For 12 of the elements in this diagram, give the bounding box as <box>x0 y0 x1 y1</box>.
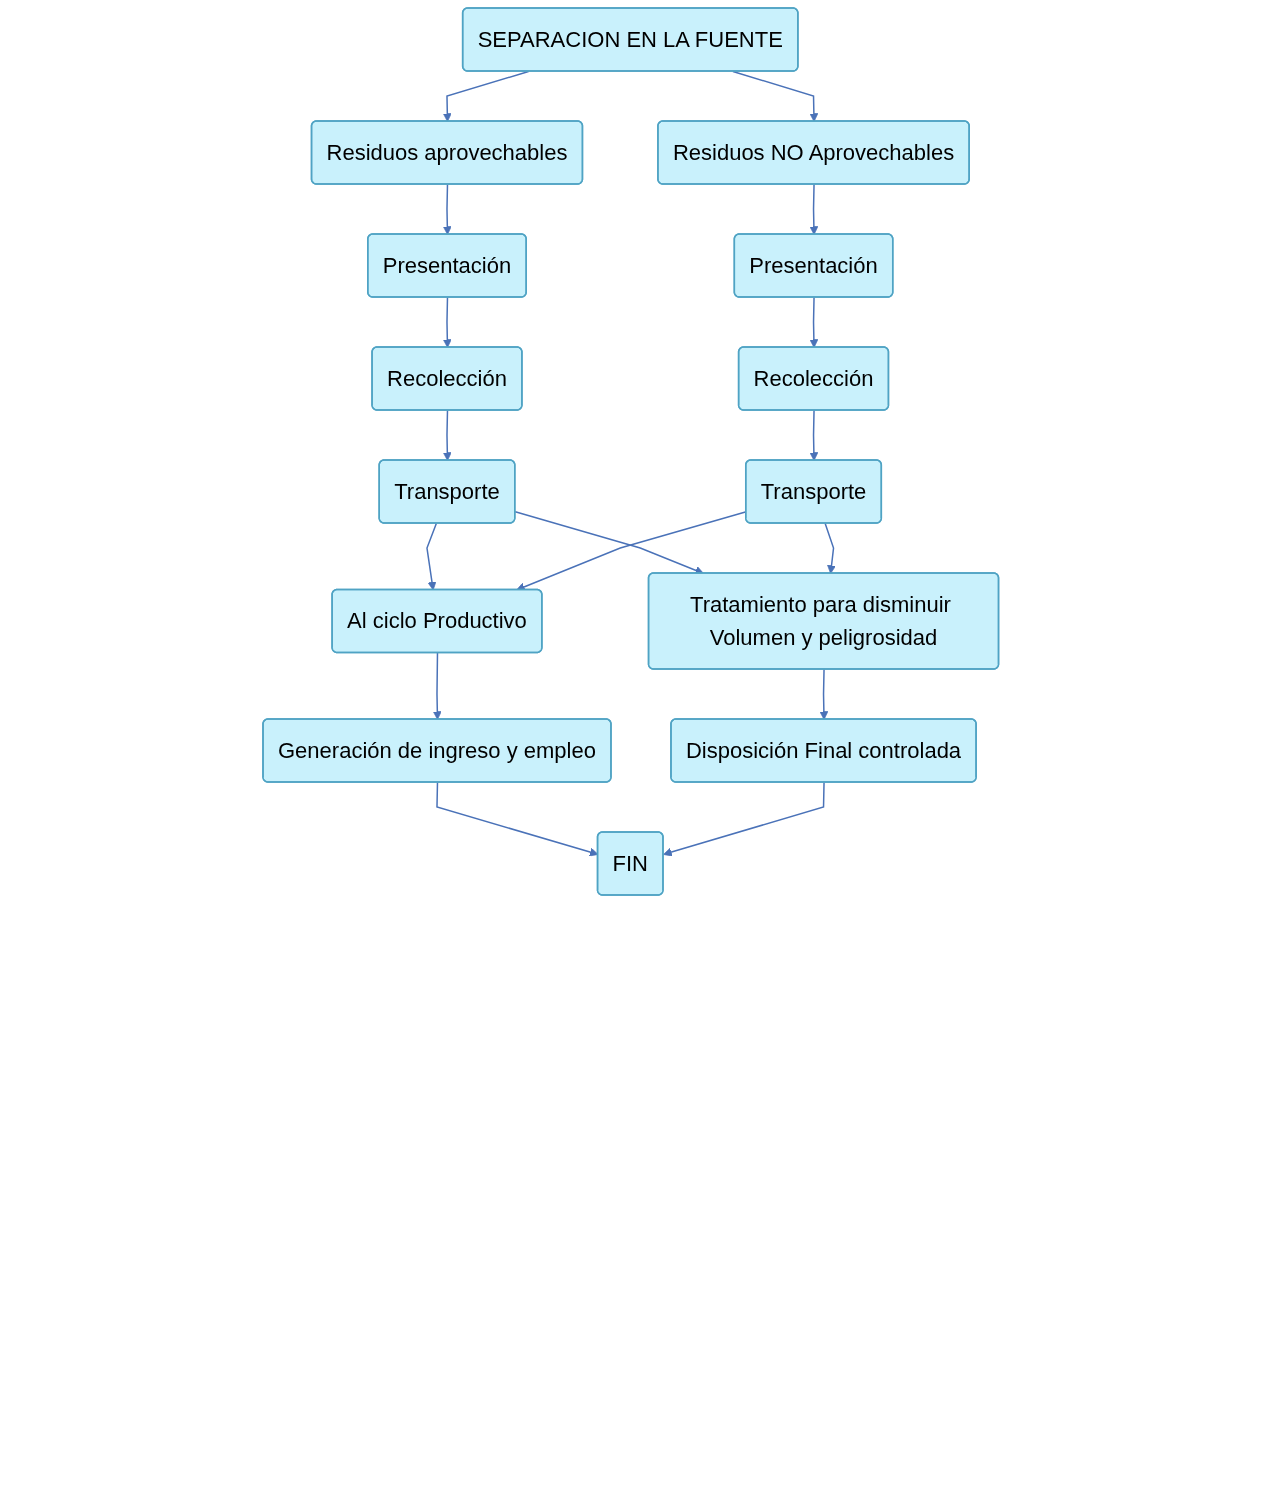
arrow <box>809 183 819 235</box>
arrow <box>809 296 819 348</box>
arrow <box>824 522 837 574</box>
arrow <box>426 522 438 591</box>
arrow <box>809 409 819 461</box>
arrow <box>443 409 452 461</box>
arrow <box>433 652 442 720</box>
arrow <box>443 183 452 235</box>
arrow <box>819 668 829 720</box>
arrow <box>443 296 452 348</box>
arrow <box>663 781 825 857</box>
arrow <box>732 70 819 122</box>
